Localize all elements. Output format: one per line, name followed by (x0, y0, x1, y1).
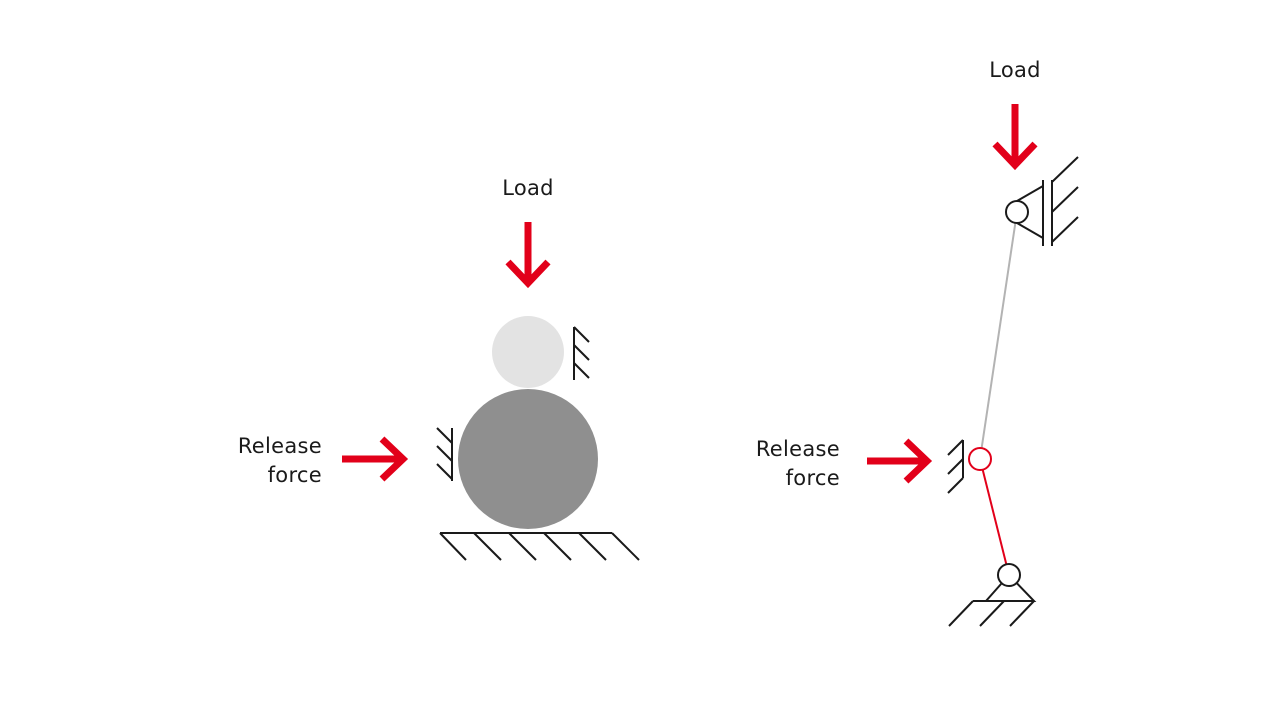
left-wall-support (436, 427, 453, 481)
right-diagram (867, 104, 1079, 627)
left-release-arrow (342, 436, 409, 482)
left-diagram (342, 222, 640, 561)
bottom-pivot-support (948, 573, 1037, 627)
lower-link (979, 458, 1010, 576)
ground-support (439, 532, 640, 561)
right-load-arrow (992, 104, 1038, 171)
top-joint (1005, 200, 1029, 224)
small-roller (492, 316, 564, 388)
middle-joint (968, 447, 992, 471)
right-release-label-line2: force (785, 466, 840, 490)
top-slider-support (1016, 156, 1079, 246)
left-release-label-line2: force (267, 463, 322, 487)
left-load-arrow (505, 222, 551, 289)
upper-link (979, 211, 1018, 460)
large-roller (458, 389, 598, 529)
left-release-label: Release force (202, 432, 322, 490)
bottom-joint (997, 563, 1021, 587)
right-release-label: Release force (720, 435, 840, 493)
right-release-label-line1: Release (755, 437, 840, 461)
left-load-label-text: Load (502, 176, 554, 200)
stop-support (947, 439, 964, 494)
left-release-label-line1: Release (237, 434, 322, 458)
left-load-label: Load (478, 174, 578, 203)
right-load-label-text: Load (989, 58, 1041, 82)
right-release-arrow (867, 438, 933, 484)
upper-wall-support (573, 326, 590, 380)
right-load-label: Load (965, 56, 1065, 85)
